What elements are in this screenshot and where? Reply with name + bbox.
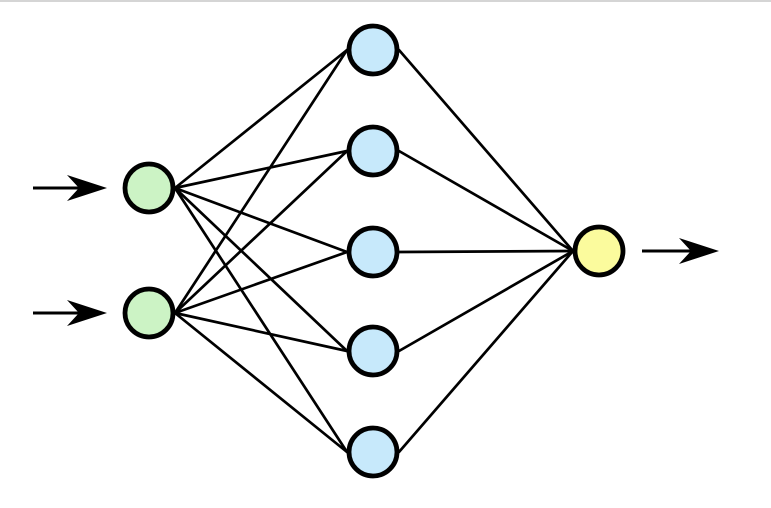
input-arrow-1-head bbox=[67, 175, 107, 201]
nodes bbox=[122, 23, 626, 479]
input-1-node bbox=[122, 161, 176, 215]
hidden-1-node bbox=[346, 23, 400, 77]
edge-input-2-to-hidden-2 bbox=[173, 149, 349, 315]
hidden-3-node bbox=[346, 225, 400, 279]
edges bbox=[173, 48, 575, 454]
edge-input-2-to-hidden-5 bbox=[173, 311, 349, 454]
edge-hidden-3-to-output-1 bbox=[397, 249, 575, 254]
edge-input-1-to-hidden-5 bbox=[173, 186, 349, 454]
edge-hidden-1-to-output-1 bbox=[397, 48, 575, 253]
hidden-2-node bbox=[346, 124, 400, 178]
hidden-5-node bbox=[346, 425, 400, 479]
output-1-node bbox=[572, 224, 626, 278]
edge-input-1-to-hidden-1 bbox=[173, 48, 349, 190]
top-border-line bbox=[0, 0, 771, 2]
edge-input-2-to-hidden-4 bbox=[173, 311, 349, 353]
arrows bbox=[33, 175, 719, 326]
edge-input-2-to-hidden-1 bbox=[173, 48, 349, 315]
input-2-node bbox=[122, 286, 176, 340]
edge-hidden-4-to-output-1 bbox=[397, 249, 575, 353]
input-arrow-1 bbox=[33, 175, 107, 201]
edge-input-1-to-hidden-3 bbox=[173, 186, 349, 254]
edge-input-2-to-hidden-3 bbox=[173, 250, 349, 315]
hidden-4-node bbox=[346, 324, 400, 378]
input-arrow-2-head bbox=[67, 300, 107, 326]
edge-hidden-5-to-output-1 bbox=[397, 249, 575, 454]
output-arrow-head bbox=[679, 238, 719, 264]
output-arrow bbox=[642, 238, 719, 264]
edge-input-1-to-hidden-4 bbox=[173, 186, 349, 353]
edge-input-1-to-hidden-2 bbox=[173, 149, 349, 190]
input-arrow-2 bbox=[33, 300, 107, 326]
edge-hidden-2-to-output-1 bbox=[397, 149, 575, 253]
